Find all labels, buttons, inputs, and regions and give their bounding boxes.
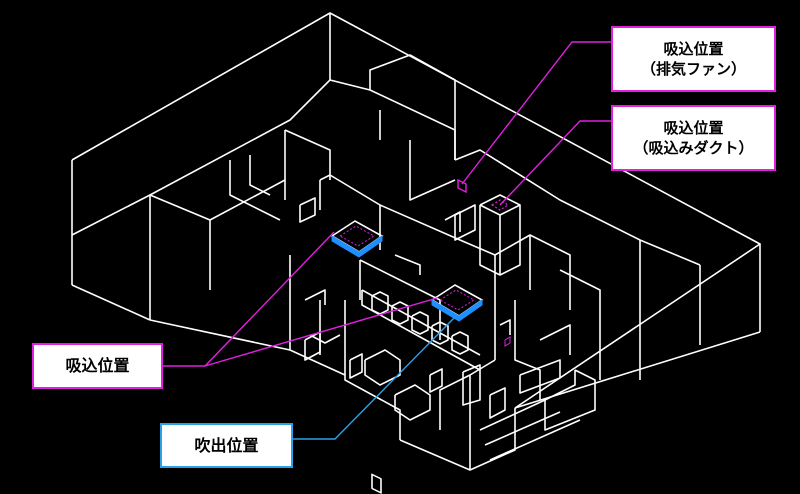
ceiling-cassette-unit-right — [430, 284, 484, 322]
leader-intake-duct — [499, 120, 611, 206]
chairs — [371, 473, 382, 494]
leader-lines — [163, 41, 611, 440]
label-intake-duct: 吸込位置 （吸込みダクト） — [611, 105, 776, 171]
leader-supply — [293, 317, 455, 440]
small-intake-mark-icon — [504, 336, 511, 347]
leader-exhaust-fan — [461, 41, 611, 185]
label-intake: 吸込位置 — [32, 343, 163, 389]
label-exhaust-fan-sub: （排気ファン） — [640, 60, 746, 78]
label-intake-duct-title: 吸込位置 — [663, 118, 724, 137]
label-supply-title: 吹出位置 — [194, 435, 259, 455]
label-exhaust-fan-title: 吸込位置 — [663, 39, 724, 58]
ceiling-cassette-unit-left — [330, 220, 384, 258]
leader-intake-right — [204, 297, 438, 367]
label-exhaust-fan: 吸込位置 （排気ファン） — [611, 26, 776, 92]
exhaust-fan-grille-icon — [457, 178, 467, 194]
label-intake-duct-sub: （吸込みダクト） — [633, 139, 754, 157]
label-intake-title: 吸込位置 — [65, 356, 130, 376]
label-supply: 吹出位置 — [160, 423, 293, 468]
